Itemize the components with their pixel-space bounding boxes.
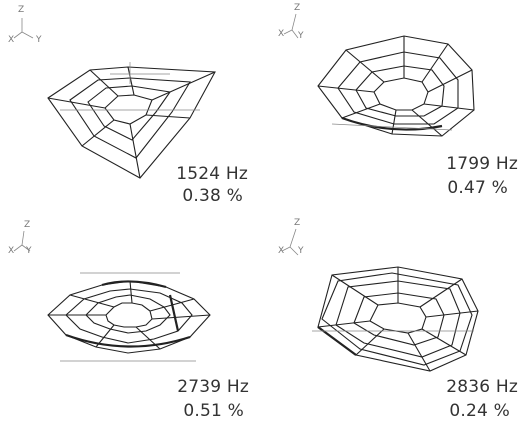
mode-percent-label: 0.24 % <box>449 401 510 421</box>
axis-y-label: Y <box>298 31 304 41</box>
mode-panel-4: Z X Y 2836 Hz 0.24 % <box>262 215 523 429</box>
mode-panel-1: Z X Y 1524 Hz 0.38 % <box>0 0 261 214</box>
axis-y-label: Y <box>36 35 42 45</box>
mode-shape-mesh-3 <box>47 272 211 362</box>
mode-percent-label: 0.38 % <box>182 186 243 206</box>
mode-shape-mesh-1 <box>47 62 216 179</box>
mode-frequency-label: 1524 Hz <box>176 164 248 184</box>
axis-x-label: X <box>278 246 285 256</box>
axis-y-label: Y <box>26 246 32 256</box>
axis-triad-icon: Z X Y <box>8 221 48 261</box>
axis-x-label: X <box>8 246 15 256</box>
axis-z-label: Z <box>24 220 31 230</box>
mode-percent-label: 0.51 % <box>183 401 244 421</box>
axis-z-label: Z <box>18 5 25 15</box>
mode-frequency-label: 2836 Hz <box>446 377 518 397</box>
mode-percent-label: 0.47 % <box>447 178 508 198</box>
mode-frequency-label: 1799 Hz <box>446 154 518 174</box>
mode-shape-mesh-2 <box>317 35 475 137</box>
axis-triad-icon: Z X Y <box>6 6 46 46</box>
axis-x-label: X <box>278 29 285 39</box>
axis-x-label: X <box>8 35 15 45</box>
axis-y-label: Y <box>298 246 304 256</box>
axis-triad-icon: Z X Y <box>276 219 316 259</box>
axis-triad-icon: Z X Y <box>276 4 316 44</box>
mode-shape-mesh-4 <box>312 266 479 372</box>
axis-z-label: Z <box>294 3 301 13</box>
mode-panel-3: Z X Y 2739 Hz 0.51 % <box>0 215 261 429</box>
axis-z-label: Z <box>294 218 301 228</box>
mode-panel-2: Z X Y 1799 Hz 0.47 % <box>262 0 523 214</box>
mode-frequency-label: 2739 Hz <box>177 377 249 397</box>
